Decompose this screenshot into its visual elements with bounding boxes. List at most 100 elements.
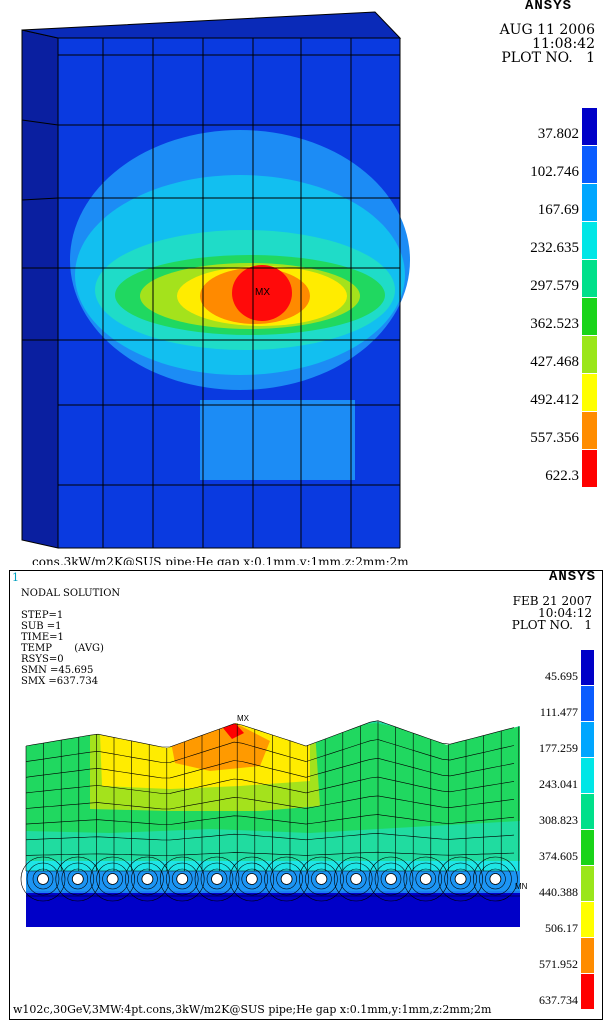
pipe-hole <box>454 873 467 885</box>
legend-value: 177.259 <box>539 741 578 755</box>
legend-value: 37.802 <box>537 126 579 142</box>
mesh-ring <box>55 856 101 902</box>
legend-swatch <box>582 450 597 487</box>
ansys-logo: ANSYS <box>525 0 573 14</box>
mesh-ring <box>450 868 471 890</box>
pipe-hole <box>211 873 223 885</box>
mesh-line <box>25 795 515 810</box>
legend-swatch <box>581 758 594 793</box>
info-line: SMX =637.734 <box>21 676 99 687</box>
legend-value: 232.635 <box>530 240 579 256</box>
legend-swatch <box>582 260 597 297</box>
legend-swatch <box>581 794 594 829</box>
info-line: SUB =1 <box>21 621 62 632</box>
legend-swatch <box>581 902 594 937</box>
plot-time: 11:08:42 <box>532 36 595 52</box>
legend-value: 167.69 <box>537 202 579 218</box>
mesh-ring <box>206 868 228 890</box>
pipe-hole <box>141 873 154 885</box>
mesh-ring <box>473 856 518 902</box>
top-contour-plot: MX ANSYS AUG 11 2006 11:08:42 PLOT NO. 1… <box>21 0 597 565</box>
element-mesh <box>21 37 401 549</box>
legend-swatch <box>582 374 597 411</box>
legend-value: 111.477 <box>539 705 578 719</box>
pipe-hole <box>71 873 84 885</box>
mesh-ring <box>270 862 303 896</box>
side-face <box>21 29 59 549</box>
pipe-holes <box>37 873 502 885</box>
mesh-ring <box>20 856 66 902</box>
min-marker: MN <box>515 882 528 891</box>
mesh-ring <box>264 856 309 902</box>
mesh-line <box>21 119 59 126</box>
mesh-ring <box>90 856 135 902</box>
mesh-ring <box>137 868 158 890</box>
mesh-ring <box>415 868 437 890</box>
bottom-plot-canvas: MX MN <box>10 571 602 1019</box>
mesh-ring <box>299 856 344 902</box>
plot-number: PLOT NO. 1 <box>501 50 595 66</box>
mesh-ring <box>235 862 269 896</box>
bottom-strip <box>26 891 520 927</box>
mesh-ring <box>380 868 402 890</box>
mesh-ring <box>102 868 123 890</box>
plot-number: PLOT NO. 1 <box>511 618 592 632</box>
max-marker: MX <box>255 287 270 298</box>
mesh-ring <box>485 868 506 890</box>
mesh-ring <box>311 868 332 890</box>
ansys-logo: ANSYS <box>548 569 596 585</box>
legend-value: 362.523 <box>530 316 579 332</box>
mesh-ring <box>333 856 379 902</box>
top-face <box>21 11 402 39</box>
info-line: TIME=1 <box>21 632 64 643</box>
plot-date: AUG 11 2006 <box>499 22 595 38</box>
mesh-ring <box>229 856 275 902</box>
mesh-line <box>25 814 515 825</box>
mesh-ring <box>305 862 338 896</box>
legend-swatch <box>582 336 597 373</box>
mesh-line <box>25 851 515 856</box>
mesh-ring <box>194 856 240 902</box>
mesh-line <box>25 720 515 748</box>
pipe-hole <box>106 873 119 885</box>
pipe-hole <box>489 873 502 885</box>
legend-value: 243.041 <box>539 777 578 791</box>
mesh-ring <box>125 856 170 902</box>
mesh-ring <box>159 856 205 902</box>
legend-swatches <box>582 108 597 487</box>
mesh-ring <box>131 862 164 896</box>
legend-value: 571.952 <box>539 957 578 971</box>
legend-swatch <box>581 866 594 901</box>
mesh-ring <box>438 856 483 902</box>
mesh-ring <box>403 856 449 902</box>
mesh-ring <box>409 862 443 896</box>
pipe-hole <box>350 873 363 885</box>
info-line: STEP=1 <box>21 610 64 621</box>
pipe-hole <box>280 873 293 885</box>
mesh-line <box>25 757 515 779</box>
mesh-ring <box>26 862 60 896</box>
mesh-ring <box>61 862 95 896</box>
pipe-hole <box>245 873 258 885</box>
mesh-ring <box>200 862 234 896</box>
mesh-line <box>25 833 515 841</box>
contour-band-8 <box>232 265 292 321</box>
plot-caption: cons,3kW/m2K@SUS pipe;He gap x:0.1mm,y:1… <box>32 557 409 565</box>
mesh-ring <box>345 868 367 890</box>
plot-time: 10:04:12 <box>538 606 592 620</box>
red-zone <box>223 723 244 739</box>
plot-date: FEB 21 2007 <box>512 594 592 608</box>
legend-value: 506.17 <box>545 921 578 935</box>
legend-value: 297.579 <box>530 278 579 294</box>
info-line: RSYS=0 <box>21 654 64 665</box>
legend-value: 374.605 <box>539 849 578 863</box>
pipe-hole <box>37 873 49 885</box>
mesh-ring <box>339 862 373 896</box>
legend-swatch <box>581 650 594 685</box>
info-line: TEMP (AVG) <box>21 643 104 654</box>
legend-value: 492.412 <box>530 392 579 408</box>
legend-value: 45.695 <box>545 669 578 683</box>
mesh-line <box>25 776 515 794</box>
legend-swatch <box>582 298 597 335</box>
